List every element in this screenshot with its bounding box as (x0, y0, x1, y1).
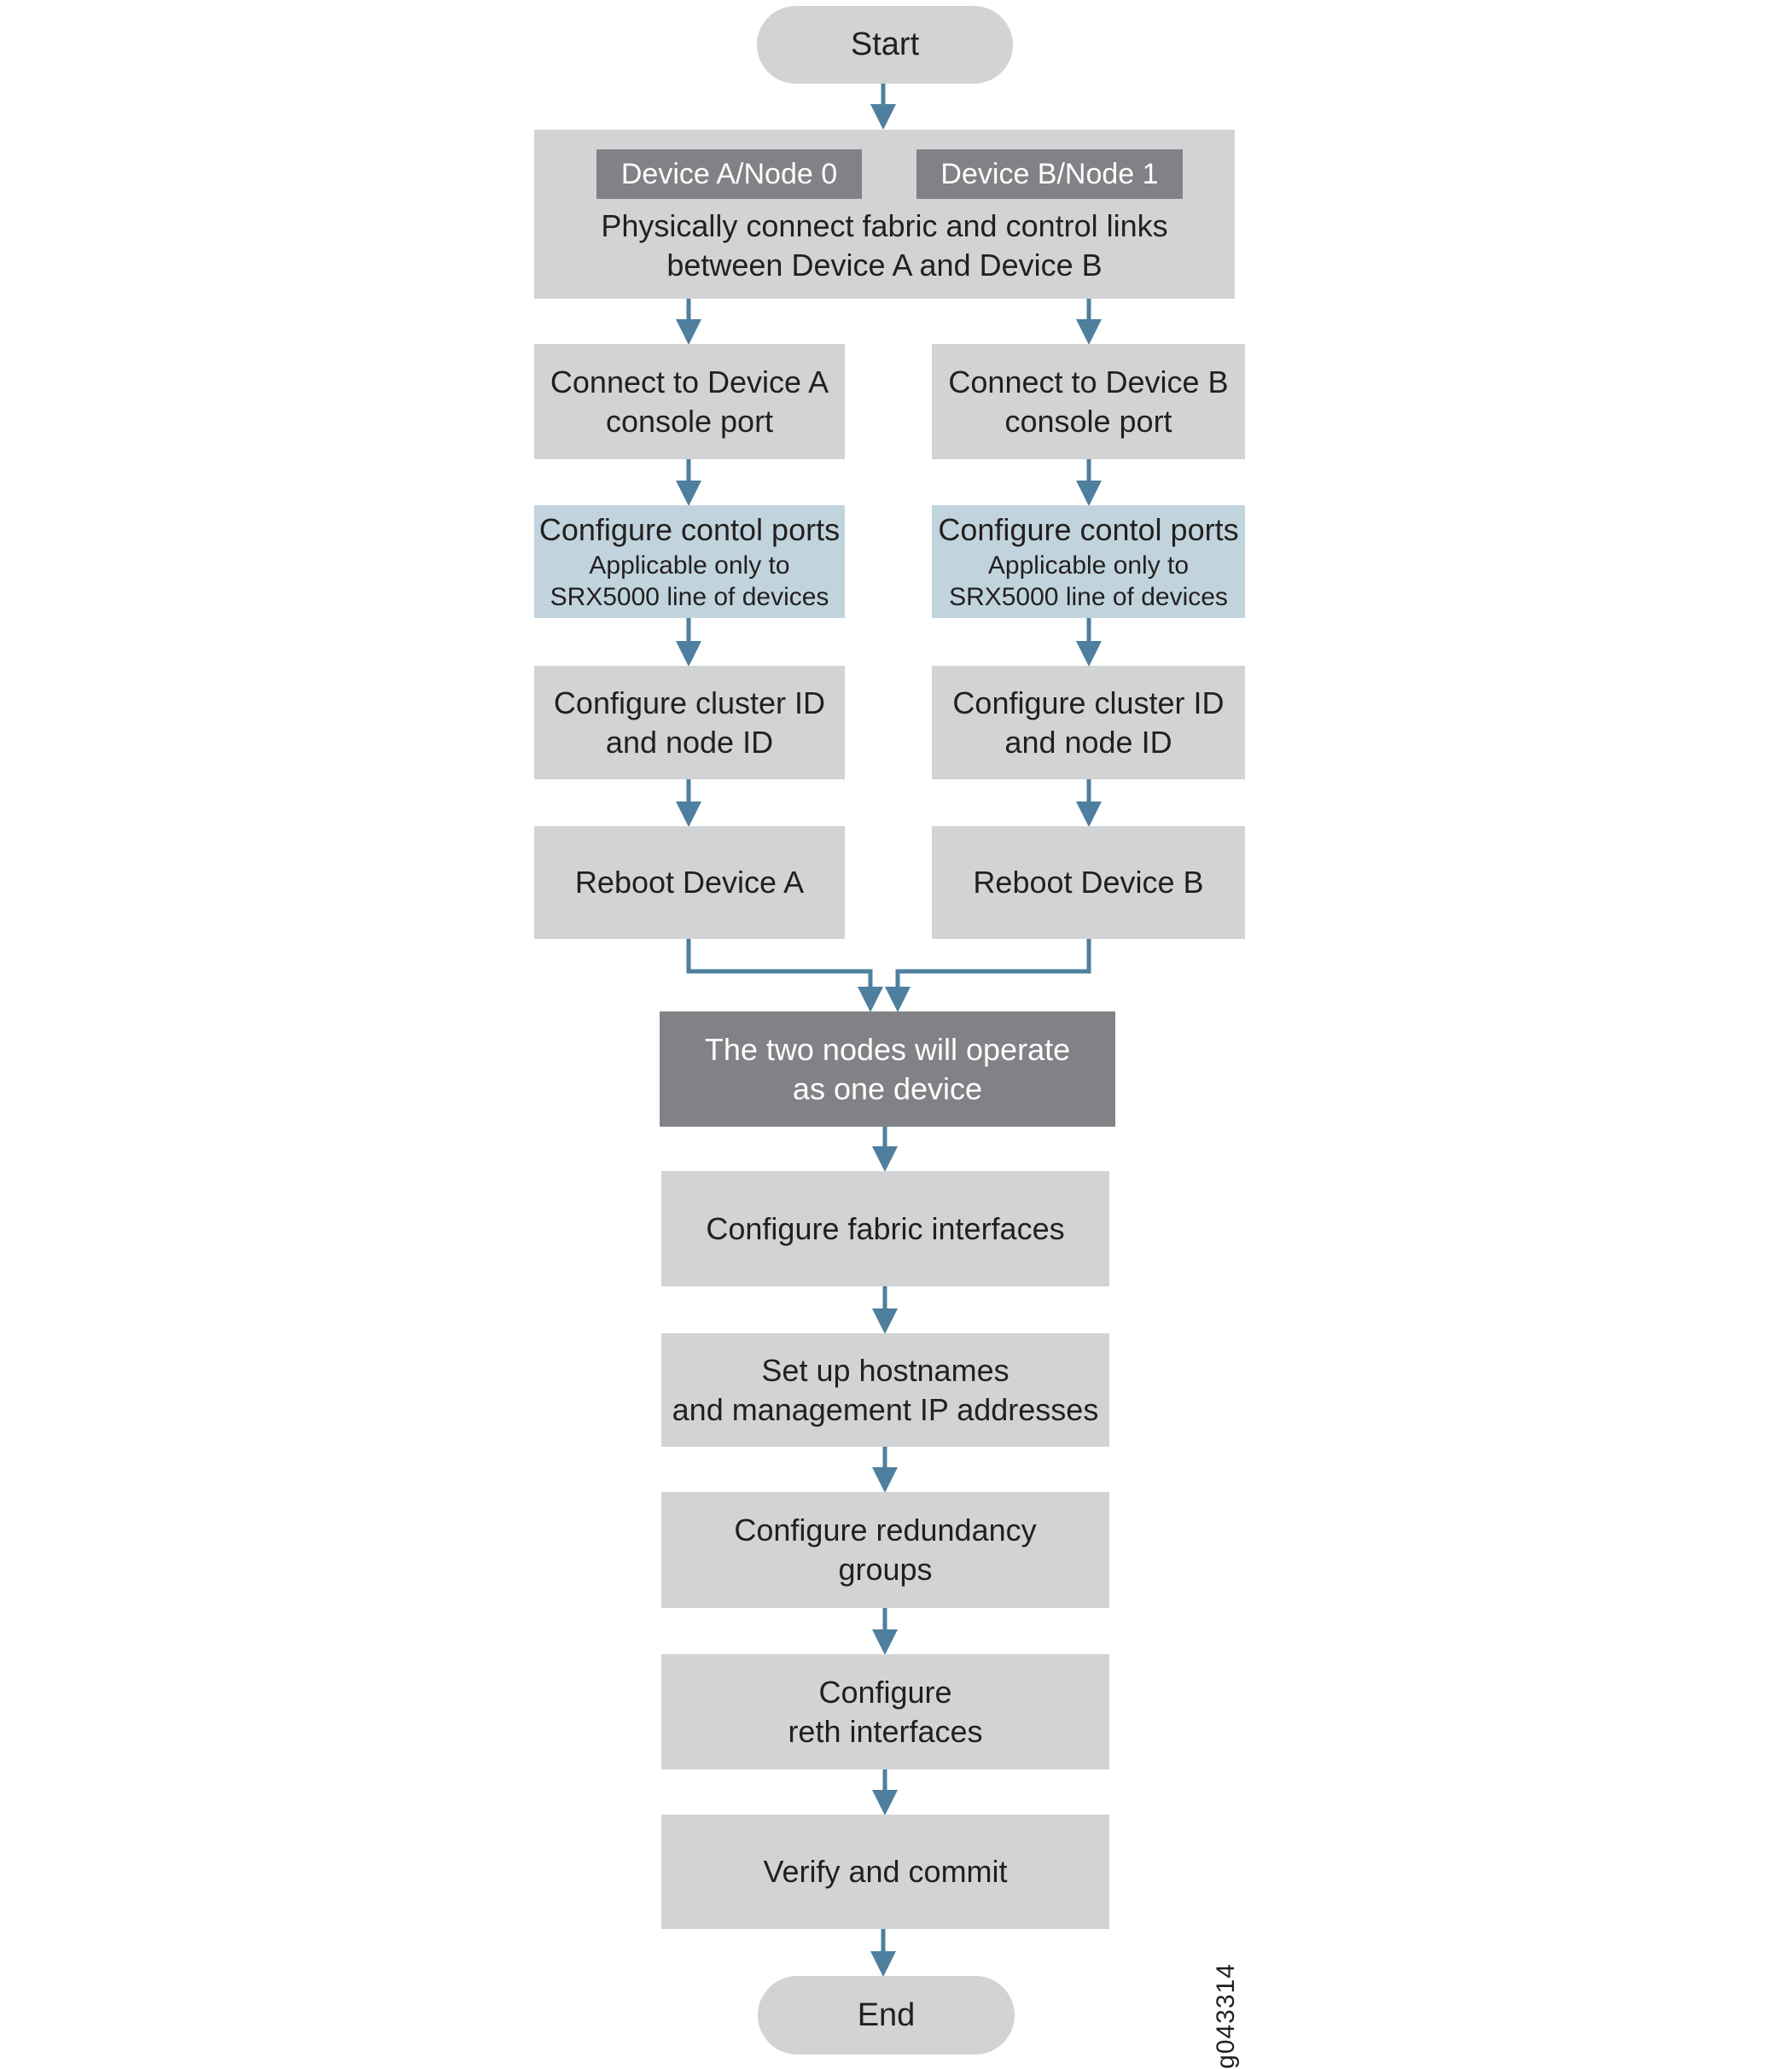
end-node: End (758, 1976, 1015, 2054)
console-a-line2: console port (605, 403, 774, 439)
fabric-interfaces-line1: Configure fabric interfaces (706, 1210, 1065, 1246)
reth-interfaces-line2: reth interfaces (788, 1713, 983, 1749)
control-ports-b-title: Configure contol ports (938, 512, 1239, 547)
console-b-node: Connect to Device B console port (932, 344, 1245, 459)
cluster-id-b-line2: and node ID (1004, 724, 1172, 760)
reboot-a-label: Reboot Device A (574, 865, 805, 900)
redundancy-groups-node: Configure redundancy groups (661, 1492, 1109, 1608)
hostnames-line2: and management IP addresses (672, 1391, 1099, 1427)
control-ports-b-node: Configure contol ports Applicable only t… (932, 505, 1245, 618)
control-ports-a-title: Configure contol ports (538, 512, 841, 547)
console-a-line1: Connect to Device A (550, 364, 829, 399)
control-ports-a-note1: Applicable only to (589, 551, 790, 580)
control-ports-a-note2: SRX5000 line of devices (550, 583, 829, 611)
reth-interfaces-node: Configure reth interfaces (661, 1654, 1109, 1769)
end-label: End (857, 1996, 916, 2033)
verify-commit-node: Verify and commit (661, 1815, 1109, 1929)
device-a-badge: Device A/Node 0 (596, 149, 862, 199)
setup-node: Device A/Node 0 Device B/Node 1 Physical… (534, 130, 1235, 299)
cluster-id-a-line1: Configure cluster ID (553, 685, 826, 720)
reth-interfaces-line1: Configure (818, 1674, 952, 1710)
start-node: Start (757, 6, 1013, 84)
redundancy-groups-line2: groups (838, 1552, 933, 1587)
merge-line2: as one device (792, 1070, 983, 1106)
merge-line1: The two nodes will operate (704, 1031, 1071, 1067)
reboot-b-node: Reboot Device B (932, 826, 1245, 939)
figure-id-label: g043314 (1212, 1963, 1240, 2069)
cluster-id-b-node: Configure cluster ID and node ID (932, 666, 1245, 779)
cluster-id-b-line1: Configure cluster ID (952, 685, 1225, 720)
cluster-id-a-node: Configure cluster ID and node ID (534, 666, 845, 779)
console-a-node: Connect to Device A console port (534, 344, 845, 459)
reboot-a-node: Reboot Device A (534, 826, 845, 939)
control-ports-a-node: Configure contol ports Applicable only t… (534, 505, 845, 618)
device-b-badge: Device B/Node 1 (916, 149, 1183, 199)
arrow-reboot-a-to-merge (686, 939, 883, 1012)
console-b-line2: console port (1004, 403, 1172, 439)
hostnames-node: Set up hostnames and management IP addre… (661, 1333, 1109, 1447)
setup-text: Physically connect fabric and control li… (534, 207, 1235, 285)
setup-text-line2: between Device A and Device B (666, 248, 1103, 283)
reboot-b-label: Reboot Device B (973, 865, 1204, 900)
control-ports-b-note1: Applicable only to (987, 551, 1190, 580)
hostnames-line1: Set up hostnames (761, 1352, 1009, 1388)
arrow-reboot-b-to-merge (885, 939, 1091, 1012)
control-ports-b-note2: SRX5000 line of devices (949, 583, 1228, 611)
verify-commit-line1: Verify and commit (763, 1854, 1008, 1889)
start-label: Start (850, 26, 920, 62)
cluster-id-a-line2: and node ID (605, 724, 774, 760)
console-b-line1: Connect to Device B (948, 364, 1229, 399)
fabric-interfaces-node: Configure fabric interfaces (661, 1171, 1109, 1286)
setup-text-line1: Physically connect fabric and control li… (601, 208, 1168, 243)
merge-node: The two nodes will operate as one device (660, 1011, 1115, 1127)
redundancy-groups-line1: Configure redundancy (734, 1512, 1037, 1547)
